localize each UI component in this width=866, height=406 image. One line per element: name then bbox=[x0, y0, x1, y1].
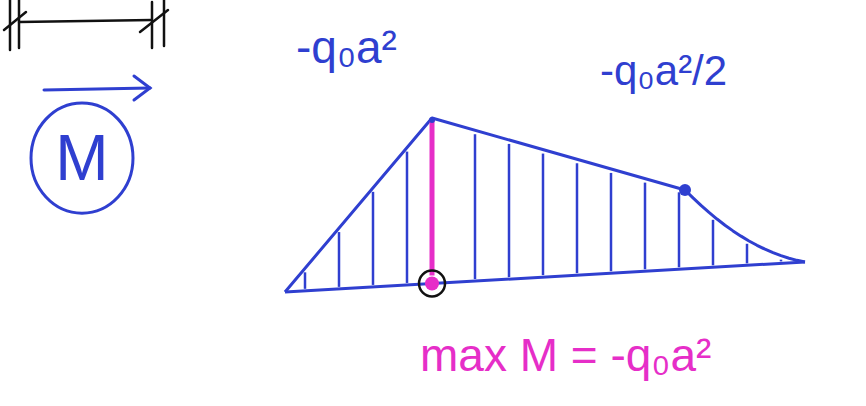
hatch-line bbox=[610, 173, 613, 271]
pointer-arrow bbox=[44, 76, 150, 100]
moment-value: -q₀a²/2 bbox=[600, 48, 727, 94]
hatch-line bbox=[372, 192, 375, 285]
hatch-line bbox=[338, 232, 341, 287]
peak-dot bbox=[429, 117, 435, 123]
value-dot bbox=[679, 184, 691, 196]
hatch-line bbox=[406, 152, 409, 283]
hatch-line bbox=[474, 134, 477, 279]
hatch-line bbox=[712, 220, 715, 265]
hatch-line bbox=[576, 163, 579, 273]
hatch-line bbox=[644, 183, 647, 270]
hatch-line bbox=[508, 144, 511, 277]
max-marker-line bbox=[430, 120, 435, 276]
beam-symbol bbox=[4, 0, 168, 50]
moment-symbol: M bbox=[28, 100, 136, 216]
hatch-line bbox=[304, 272, 307, 289]
moment-outline bbox=[285, 118, 805, 292]
baseline bbox=[285, 262, 805, 292]
moment-diagram bbox=[285, 117, 805, 297]
max-location-circle bbox=[419, 271, 445, 297]
hatch-line bbox=[542, 154, 545, 276]
hatch-line bbox=[746, 244, 749, 264]
circled-symbol: M bbox=[28, 100, 136, 216]
hatch-line bbox=[678, 192, 681, 267]
max-location-dot bbox=[425, 277, 439, 291]
peak-moment-value: -q₀a² bbox=[296, 22, 397, 73]
hatch-line bbox=[780, 260, 783, 262]
max-moment-note: max M = -q₀a² bbox=[420, 330, 711, 381]
